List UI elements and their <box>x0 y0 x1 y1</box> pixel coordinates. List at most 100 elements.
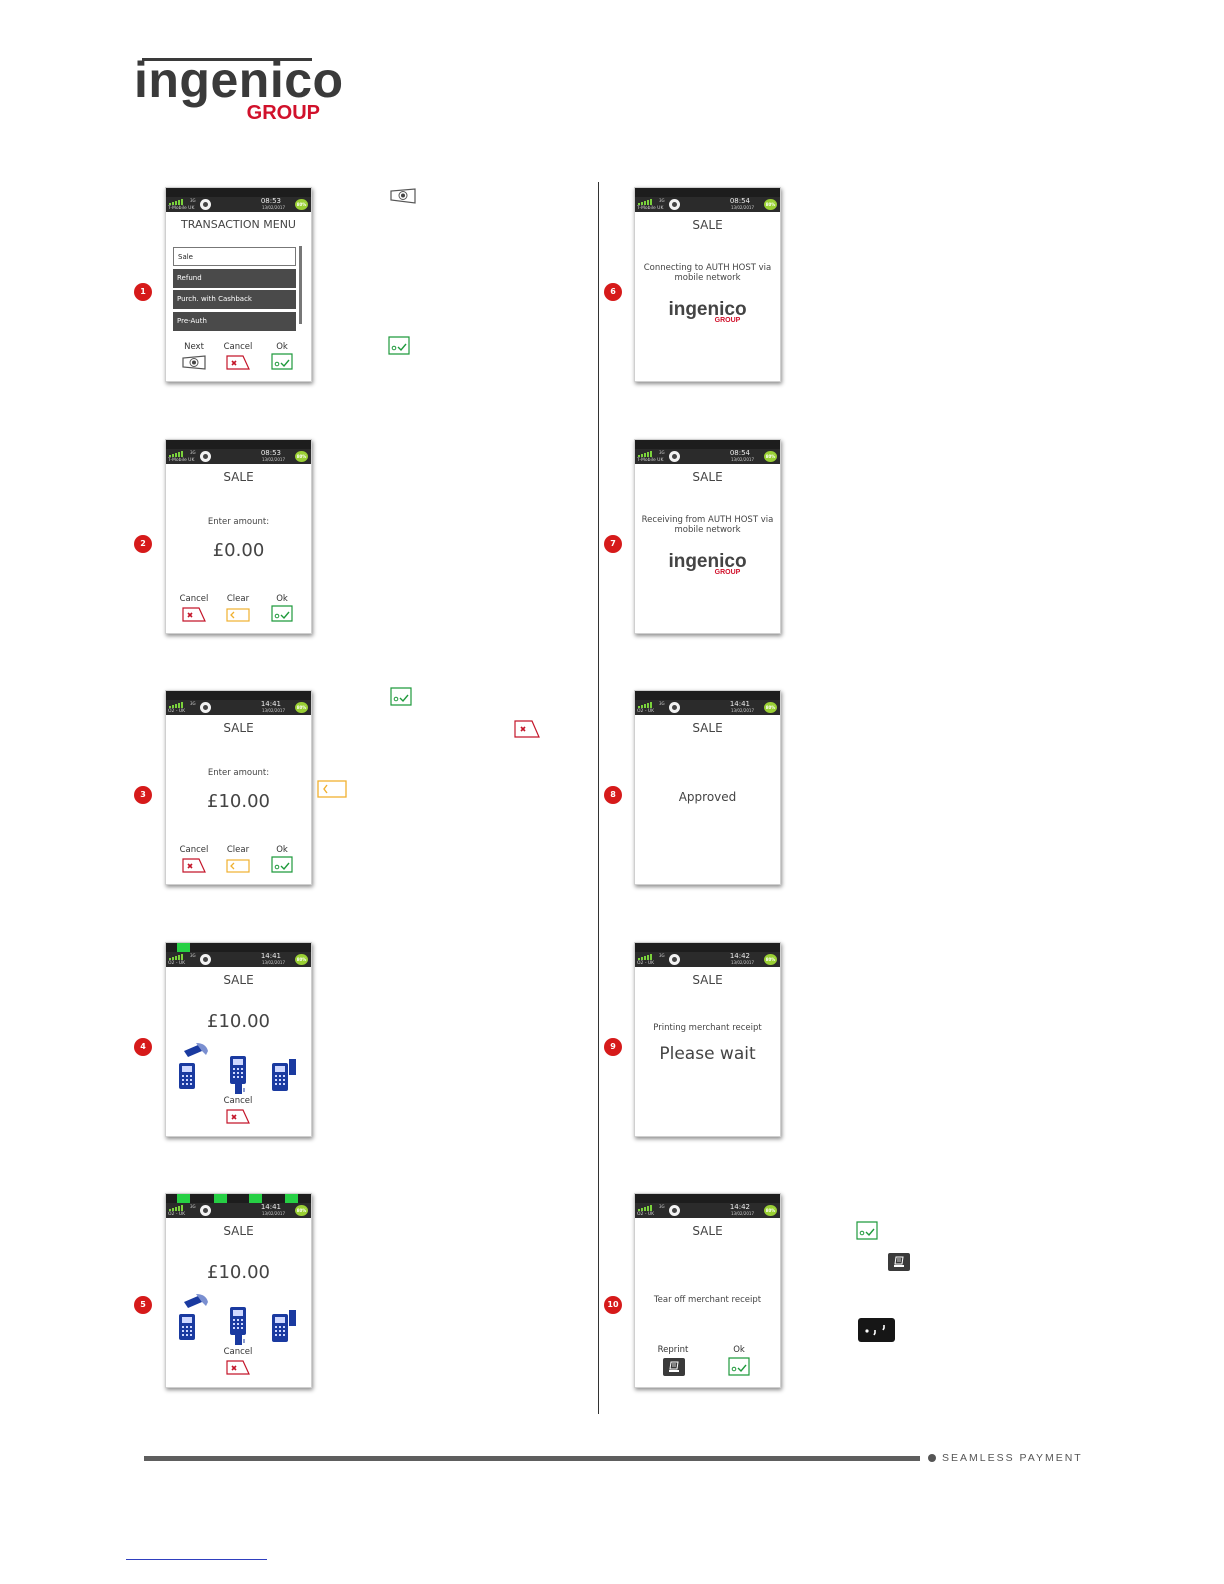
network-type: 3G <box>659 1204 665 1209</box>
bluetooth-icon <box>669 199 680 210</box>
battery-icon: 80% <box>295 199 308 210</box>
ok-key-icon[interactable] <box>270 353 294 371</box>
bluetooth-icon <box>200 954 211 965</box>
cancel-key-label: Cancel <box>179 594 209 604</box>
contactless-tap-icon <box>176 1292 210 1342</box>
clock-time: 14:42 <box>729 952 750 960</box>
swipe-card-icon <box>270 1310 298 1344</box>
clock-time: 08:54 <box>729 449 750 457</box>
clear-key-icon-inline <box>317 780 347 798</box>
carrier-name: T-Mobile UK <box>168 206 195 211</box>
network-type: 3G <box>190 1204 196 1209</box>
reprint-key-label: Reprint <box>657 1345 689 1355</box>
cancel-key-label: Cancel <box>179 845 209 855</box>
contactless-tap-icon <box>176 1041 210 1091</box>
menu-item-cashback[interactable]: Purch. with Cashback <box>173 290 296 309</box>
status-bar: 3G T-Mobile UK 08:53 13/02/2017 80% <box>166 197 311 212</box>
step-badge-6: 6 <box>604 283 622 301</box>
battery-icon: 80% <box>764 1205 777 1216</box>
terminal-screen-card-reading: 3G O2 - UK 14:41 13/02/2017 80% SALE £10… <box>165 1193 312 1388</box>
clock-time: 08:53 <box>260 197 281 205</box>
next-key-icon-inline <box>389 186 417 205</box>
ok-key-icon[interactable] <box>727 1357 751 1377</box>
menu-item-refund[interactable]: Refund <box>173 269 296 288</box>
bottom-link-underline <box>126 1559 267 1560</box>
status-top-strip <box>166 1194 311 1203</box>
amount-value: £10.00 <box>207 791 270 812</box>
clock-time: 14:41 <box>729 700 750 708</box>
status-bar: 3G O2 - UK 14:41 13/02/2017 80% <box>635 700 780 715</box>
step-badge-4: 4 <box>134 1038 152 1056</box>
mini-logo-wordmark: ingenico <box>668 551 747 572</box>
amount-prompt: Enter amount: <box>207 517 270 527</box>
screen-title: SALE <box>223 973 254 987</box>
clock-date: 13/02/2017 <box>730 457 754 462</box>
clock-time: 14:41 <box>260 700 281 708</box>
battery-icon: 80% <box>295 451 308 462</box>
tear-off-message: Tear off merchant receipt <box>653 1295 762 1305</box>
ok-key-icon[interactable] <box>270 605 294 623</box>
ok-key-icon-inline <box>387 336 411 356</box>
clear-key-icon[interactable] <box>226 859 250 873</box>
step-badge-2: 2 <box>134 535 152 553</box>
status-bar: 3G T-Mobile UK 08:54 13/02/2017 80% <box>635 449 780 464</box>
terminal-screen-receiving: 3G T-Mobile UK 08:54 13/02/2017 80% SALE… <box>634 439 781 634</box>
terminal-screen-tear-off: 3G O2 - UK 14:42 13/02/2017 80% SALE Tea… <box>634 1193 781 1388</box>
status-top-strip <box>166 188 311 197</box>
clock-time: 14:41 <box>260 952 281 960</box>
amount-value: £10.00 <box>207 1011 270 1032</box>
network-type: 3G <box>190 701 196 706</box>
cancel-key-icon[interactable] <box>226 1109 250 1125</box>
cancel-key-icon[interactable] <box>226 1360 250 1376</box>
reprint-key-icon[interactable] <box>663 1358 685 1376</box>
status-bar: 3G O2 - UK 14:42 13/02/2017 80% <box>635 1203 780 1218</box>
contactless-light-3 <box>249 1194 262 1203</box>
cancel-key-icon[interactable] <box>182 607 206 623</box>
clock-time: 14:41 <box>260 1203 281 1211</box>
ok-key-icon-inline <box>855 1221 879 1241</box>
status-top-strip <box>635 188 780 197</box>
cancel-key-icon[interactable] <box>226 355 250 371</box>
clock-time: 08:54 <box>729 197 750 205</box>
carrier-name: O2 - UK <box>168 709 186 714</box>
step-badge-1: 1 <box>134 283 152 301</box>
status-line-2: mobile network <box>674 525 741 535</box>
carrier-name: T-Mobile UK <box>637 458 664 463</box>
signal-icon <box>169 199 187 205</box>
screen-title: SALE <box>692 721 723 735</box>
contactless-light-2 <box>214 1194 227 1203</box>
bluetooth-icon <box>669 451 680 462</box>
clear-key-icon[interactable] <box>226 608 250 622</box>
bluetooth-icon <box>200 702 211 713</box>
status-bar: 3G O2 - UK 14:41 13/02/2017 80% <box>166 700 311 715</box>
clock-date: 13/02/2017 <box>261 457 285 462</box>
status-top-strip <box>635 943 780 952</box>
ingenico-mini-logo: ingenico GROUP <box>635 552 780 580</box>
next-key-label: Next <box>184 342 204 352</box>
signal-icon <box>169 1205 187 1211</box>
terminal-screen-transaction-menu: 3G T-Mobile UK 08:53 13/02/2017 80% TRAN… <box>165 187 312 382</box>
screen-title: SALE <box>223 470 254 484</box>
contactless-light-1 <box>177 1194 190 1203</box>
carrier-name: T-Mobile UK <box>637 206 664 211</box>
ok-key-icon[interactable] <box>270 856 294 874</box>
amount-value: £10.00 <box>207 1262 270 1283</box>
ok-key-icon-inline <box>389 687 413 707</box>
cancel-key-label: Cancel <box>223 1347 253 1357</box>
terminal-screen-enter-amount-zero: 3G T-Mobile UK 08:53 13/02/2017 80% SALE… <box>165 439 312 634</box>
battery-icon: 80% <box>764 702 777 713</box>
menu-item-sale[interactable]: Sale <box>173 247 296 266</box>
cancel-key-icon[interactable] <box>182 858 206 874</box>
battery-icon: 80% <box>295 702 308 713</box>
clock-date: 13/02/2017 <box>261 205 285 210</box>
network-type: 3G <box>190 198 196 203</box>
status-top-strip <box>635 691 780 700</box>
network-type: 3G <box>659 953 665 958</box>
next-key-icon[interactable] <box>181 353 207 371</box>
menu-item-preauth[interactable]: Pre-Auth <box>173 312 296 331</box>
footer-tagline: SEAMLESS PAYMENT <box>942 1452 1083 1464</box>
step-badge-3: 3 <box>134 786 152 804</box>
bluetooth-icon <box>200 199 211 210</box>
ok-key-label: Ok <box>276 342 288 352</box>
battery-icon: 80% <box>764 954 777 965</box>
